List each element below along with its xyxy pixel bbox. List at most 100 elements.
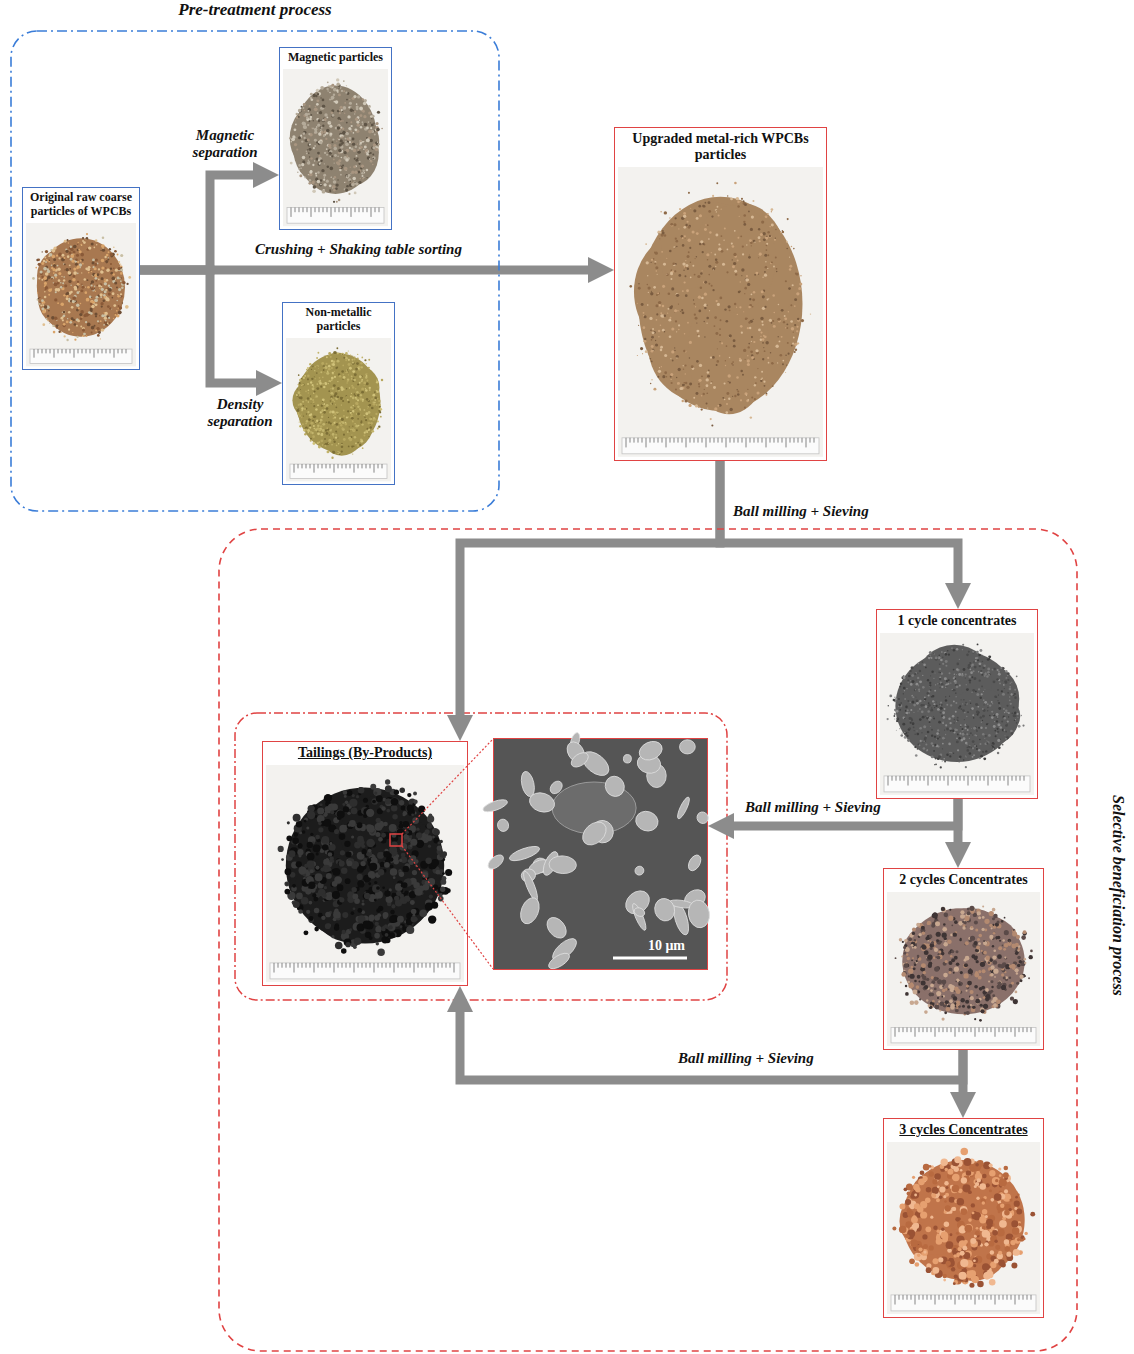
particle xyxy=(121,286,124,289)
particle xyxy=(669,306,672,309)
particle xyxy=(120,293,122,295)
particle xyxy=(370,160,372,162)
particle xyxy=(373,143,376,146)
particle xyxy=(368,406,369,407)
particle xyxy=(352,420,354,422)
particle xyxy=(786,248,788,250)
particle xyxy=(685,276,687,278)
particle xyxy=(326,179,329,182)
particle xyxy=(328,380,331,383)
particle xyxy=(298,136,301,139)
particle xyxy=(92,288,95,291)
particle xyxy=(327,121,331,125)
particle xyxy=(73,275,75,277)
particle xyxy=(329,124,332,127)
particle xyxy=(368,121,370,123)
particle xyxy=(745,318,748,321)
particle xyxy=(367,428,370,431)
particle xyxy=(313,180,315,182)
particle xyxy=(331,83,334,86)
particle xyxy=(685,295,688,298)
particle xyxy=(316,357,318,359)
particle xyxy=(56,319,57,320)
particle xyxy=(367,156,370,159)
particle xyxy=(345,137,347,139)
ruler-tick xyxy=(323,207,324,212)
particle xyxy=(752,299,755,302)
particle xyxy=(329,98,331,100)
particle xyxy=(342,106,346,110)
particle xyxy=(322,382,324,384)
particle xyxy=(328,440,330,442)
particle xyxy=(301,416,302,417)
particle xyxy=(332,410,335,413)
particle xyxy=(304,110,306,112)
particle xyxy=(361,356,363,358)
particle xyxy=(37,292,38,293)
ruler-tick xyxy=(347,207,348,212)
particle xyxy=(77,319,80,322)
particle xyxy=(306,406,307,407)
particle xyxy=(328,442,329,443)
particle xyxy=(764,336,767,339)
particle xyxy=(670,278,672,280)
particle xyxy=(711,216,713,218)
particle xyxy=(108,292,111,295)
particle xyxy=(308,431,310,433)
particle xyxy=(377,386,378,387)
particle xyxy=(328,390,330,392)
particle xyxy=(322,124,324,126)
particle xyxy=(754,376,756,378)
particle xyxy=(322,444,323,445)
particle xyxy=(319,183,322,186)
particle xyxy=(353,165,356,168)
particle xyxy=(357,441,358,442)
particle xyxy=(76,335,78,337)
particle xyxy=(696,360,699,363)
particle xyxy=(83,241,86,244)
particle xyxy=(298,109,302,113)
particle xyxy=(350,406,352,408)
particle xyxy=(337,179,338,180)
particle xyxy=(794,351,796,353)
particle xyxy=(698,383,700,385)
particle xyxy=(69,251,72,254)
particle xyxy=(339,112,341,114)
particle xyxy=(339,166,341,168)
particle xyxy=(334,401,335,402)
particle xyxy=(321,126,323,128)
particle xyxy=(345,422,348,425)
particle xyxy=(290,141,292,143)
particle xyxy=(319,111,322,114)
ruler-tick xyxy=(374,464,375,473)
particle xyxy=(45,272,49,276)
particle xyxy=(357,157,359,159)
particle xyxy=(675,320,677,322)
particle xyxy=(303,132,306,135)
particle xyxy=(356,391,358,393)
particle xyxy=(759,253,762,256)
particle xyxy=(708,201,711,204)
particle xyxy=(67,318,68,319)
particle xyxy=(764,350,766,352)
particle xyxy=(343,374,344,375)
particle xyxy=(80,252,84,256)
particle xyxy=(330,156,331,157)
particle xyxy=(749,239,752,242)
particle xyxy=(324,163,325,164)
ruler-tick xyxy=(102,349,103,353)
particle xyxy=(346,155,348,157)
particle xyxy=(90,287,91,288)
particle xyxy=(101,266,104,269)
particle xyxy=(308,159,310,161)
particle xyxy=(42,310,46,314)
particle xyxy=(313,405,315,407)
particle xyxy=(44,256,46,258)
particle xyxy=(101,287,104,290)
particle xyxy=(757,368,758,369)
particle xyxy=(692,265,694,267)
particle xyxy=(325,365,326,366)
particle xyxy=(104,311,107,314)
particle xyxy=(776,271,777,272)
particle xyxy=(351,147,354,150)
